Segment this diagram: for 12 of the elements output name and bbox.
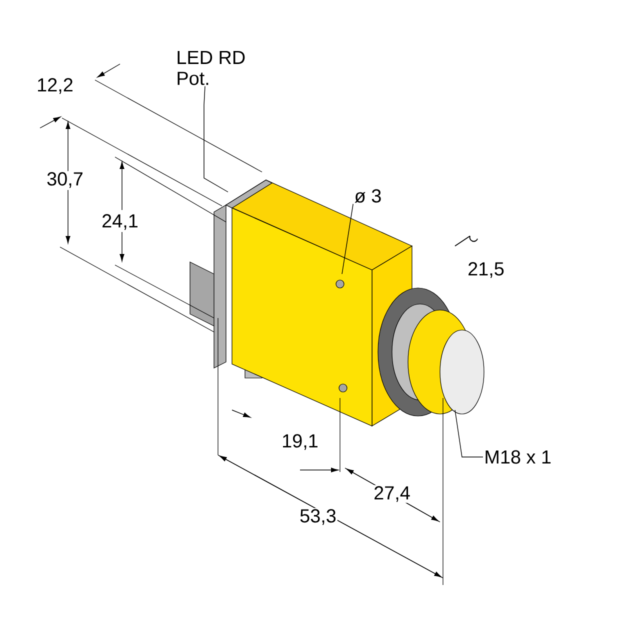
leader-line	[342, 204, 354, 274]
dimension-label: 30,7	[46, 171, 84, 189]
callout-text: LED RD Pot.	[178, 50, 245, 86]
callout-text: M18 x 1	[486, 450, 551, 464]
callout-text: ø 3	[354, 189, 381, 203]
dimension-label: 21,5	[466, 261, 506, 279]
leader-line	[454, 410, 484, 458]
dimension-label: 27,4	[372, 485, 412, 503]
dimension-label: 24,1	[100, 213, 140, 231]
dimension-label: 19,1	[280, 433, 320, 451]
dimension-label: 12,2	[36, 77, 74, 95]
dimension-label: 53,3	[298, 508, 338, 526]
